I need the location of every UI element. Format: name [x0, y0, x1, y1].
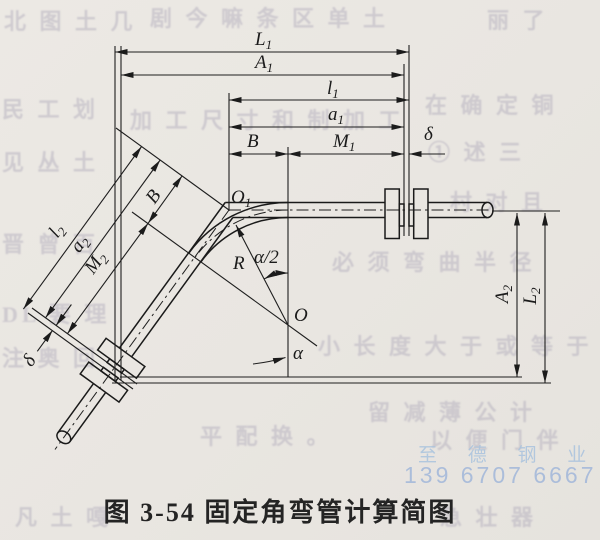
- label-O1: O1: [231, 187, 251, 210]
- bend-inner-arc: [200, 216, 289, 263]
- label-a1: a1: [328, 104, 344, 127]
- label-alpha: α: [293, 343, 304, 364]
- incline-flange-1: [96, 337, 146, 380]
- label-alpha-half: α/2: [254, 247, 279, 268]
- label-L1: L1: [254, 29, 272, 52]
- centerline-incline: [54, 209, 230, 450]
- dim-delta-incline-arrow-inner: [55, 304, 72, 326]
- label-R: R: [232, 253, 245, 274]
- label-B-top: B: [247, 131, 259, 152]
- incline-inner-wall: [130, 217, 234, 358]
- angle-alpha-arrow: [252, 356, 286, 365]
- angle-alpha-half-arc: [264, 270, 289, 280]
- label-delta-right: δ: [424, 124, 434, 145]
- label-A2: A2: [492, 284, 515, 305]
- incline-flange-2: [79, 361, 129, 404]
- ext-line-O1-perpendicular: [115, 127, 230, 211]
- label-A1: A1: [253, 52, 273, 75]
- pipe-outline: [56, 188, 494, 445]
- centerline-bend-arc: [194, 209, 289, 258]
- dimension-lines: [22, 49, 548, 383]
- radius-R-line: [235, 224, 289, 326]
- incline-stub-inner-wall: [69, 391, 107, 443]
- right-flange-stub-2: [408, 203, 415, 227]
- label-l2: l2: [45, 219, 71, 242]
- incline-outer-wall: [118, 202, 226, 349]
- label-delta-incline: δ: [18, 350, 41, 370]
- ext-line-O-perpendicular: [131, 211, 318, 347]
- figure-caption: 图 3-54 固定角弯管计算简图: [103, 498, 457, 527]
- label-L2: L2: [520, 287, 543, 306]
- incline-stub-outer-wall: [57, 383, 95, 434]
- right-flange-stub-1: [398, 203, 405, 227]
- dim-l2: [22, 146, 143, 310]
- bend-outer-arc: [188, 201, 289, 254]
- label-M1: M1: [332, 131, 355, 154]
- watermark-phone: 139 6707 6667: [404, 462, 597, 488]
- centerlines: [54, 209, 493, 450]
- dim-delta-incline-arrow-outer: [36, 329, 54, 352]
- label-O: O: [294, 305, 308, 326]
- label-l1: l1: [327, 78, 339, 101]
- incline-flange-stub-1: [105, 357, 126, 375]
- watermark-company: 至 德 钢 业: [418, 445, 600, 466]
- right-flange-2: [412, 188, 429, 240]
- right-flange-1: [384, 188, 401, 240]
